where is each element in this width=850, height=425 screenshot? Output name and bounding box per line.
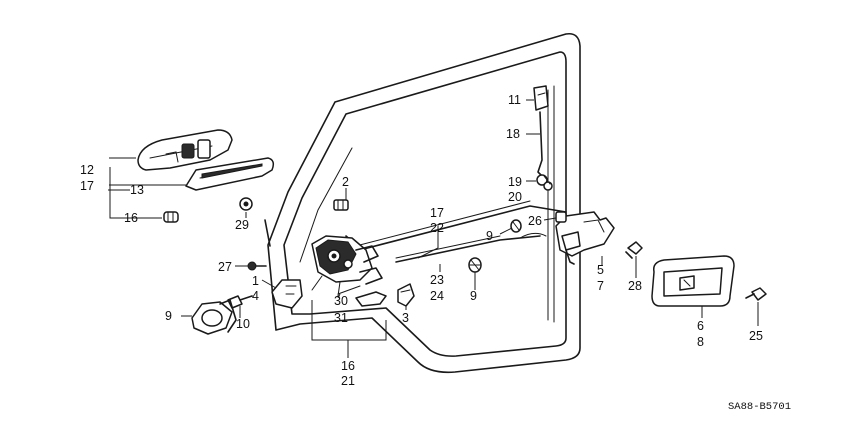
callout-11: 10 xyxy=(236,317,250,331)
callout-32: 31 xyxy=(334,311,348,325)
callout-15: 16 xyxy=(124,211,138,225)
part-9-grommet-upper xyxy=(510,219,522,233)
callout-6: 6 xyxy=(697,319,704,333)
callout-24: 23 xyxy=(430,273,444,287)
callout-27: 26 xyxy=(528,214,542,228)
part-26-screw xyxy=(745,287,767,301)
diagram-code: SA88-B5701 xyxy=(728,401,791,413)
part-24-25-rod xyxy=(395,232,547,263)
part-2-bolt xyxy=(333,199,349,211)
latch-assembly xyxy=(311,235,383,297)
callout-20: 19 xyxy=(508,175,522,189)
callout-14: 13 xyxy=(130,183,144,197)
part-31-cable xyxy=(337,285,387,307)
callout-28: 27 xyxy=(218,260,232,274)
part-20-21-rod-clip xyxy=(536,174,553,191)
part-27-clip xyxy=(555,211,567,223)
callout-19: 18 xyxy=(506,127,520,141)
part-29-screw xyxy=(625,241,643,259)
callout-23: 22 xyxy=(430,221,444,235)
callout-10: 9 xyxy=(165,309,172,323)
part-10-striker-plate xyxy=(191,299,237,335)
part-30-nut xyxy=(239,197,253,211)
part-14-handle-cover xyxy=(185,157,275,191)
callout-1: 1 xyxy=(252,274,259,288)
leader-lines xyxy=(108,99,759,358)
callout-labels: 12 17 13 16 29 27 1 4 10 9 2 30 31 3 16 … xyxy=(80,93,763,388)
callout-3: 3 xyxy=(402,311,409,325)
part-9-grommet-lower xyxy=(468,257,482,273)
callout-29: 28 xyxy=(628,279,642,293)
part-12-clip xyxy=(533,85,549,111)
callout-21: 20 xyxy=(508,190,522,204)
callout-2: 2 xyxy=(342,175,349,189)
part-28-screw xyxy=(247,261,267,271)
callout-13: 12 xyxy=(80,163,94,177)
callout-18: 17 xyxy=(430,206,444,220)
door-frame xyxy=(264,32,581,374)
part-3-bracket xyxy=(397,283,415,307)
callout-4: 4 xyxy=(252,289,259,303)
callout-26: 25 xyxy=(749,329,763,343)
part-19-lock-rod xyxy=(537,111,545,179)
window-channel xyxy=(547,85,555,323)
callout-9-upper: 9 xyxy=(486,229,493,243)
callout-9-lower: 9 xyxy=(470,289,477,303)
callout-5: 5 xyxy=(597,263,604,277)
callout-16: 17 xyxy=(80,179,94,193)
callout-31: 30 xyxy=(334,294,348,308)
part-15-clip xyxy=(163,211,179,223)
callout-12: 11 xyxy=(508,93,521,107)
callout-22: 21 xyxy=(341,374,355,388)
callout-25: 24 xyxy=(430,289,444,303)
callout-8: 8 xyxy=(697,335,704,349)
part-1-4-striker-cover xyxy=(271,279,303,309)
part-6-8-bezel xyxy=(651,255,735,307)
callout-30: 29 xyxy=(235,218,249,232)
callout-7: 7 xyxy=(597,279,604,293)
callout-17: 16 xyxy=(341,359,355,373)
part-13-16-outer-handle xyxy=(137,129,233,171)
part-5-7-inside-handle xyxy=(555,211,615,265)
